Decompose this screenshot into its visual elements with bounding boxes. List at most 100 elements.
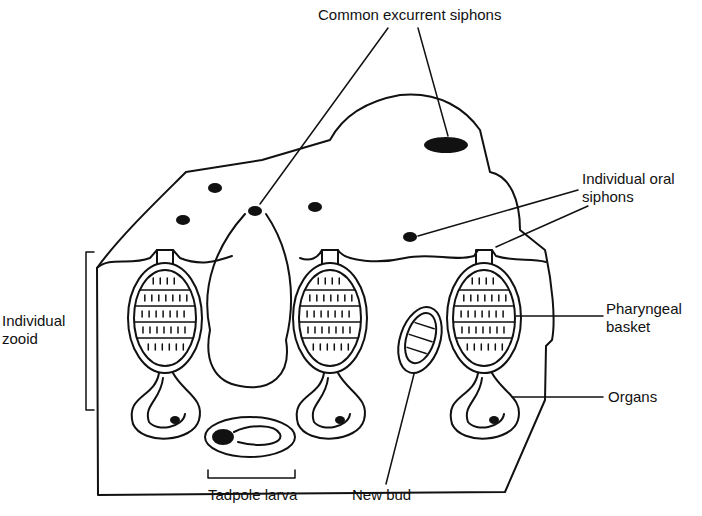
gill-slit (467, 311, 469, 317)
gut-loop (132, 373, 200, 439)
gill-slit (470, 295, 472, 301)
leader-line (512, 396, 603, 398)
gill-slit (498, 295, 500, 301)
gill-slit (460, 311, 462, 317)
gill-slit (320, 311, 322, 317)
part-label: Common excurrent siphons (318, 6, 501, 24)
gill-slit (496, 327, 498, 333)
gut-inner (148, 378, 185, 428)
siphon-opening (248, 206, 262, 216)
gill-slit (141, 311, 143, 317)
gill-slit (153, 278, 155, 284)
gill-slit (474, 344, 476, 350)
leader-line (516, 315, 603, 317)
organ (335, 416, 345, 424)
leader-line (386, 374, 414, 484)
gill-slit (316, 295, 318, 301)
gill-slit (149, 327, 151, 333)
gill-slit (323, 295, 325, 301)
gill-slit (313, 344, 315, 350)
gill-slit (342, 327, 344, 333)
gill-slit (334, 344, 336, 350)
gill-slit (144, 295, 146, 301)
gill-slit (351, 295, 353, 301)
organ (170, 416, 180, 424)
gill-slit (165, 295, 167, 301)
gill-slit (474, 311, 476, 317)
siphon-opening (424, 137, 468, 153)
part-label: Tadpole larva (208, 486, 297, 504)
gill-slit (170, 327, 172, 333)
leader-line (418, 190, 578, 236)
gill-slit (167, 278, 169, 284)
basket-bar (299, 321, 361, 323)
pharyngeal-basket (299, 270, 361, 366)
part-label: New bud (352, 486, 411, 504)
gill-slit (172, 295, 174, 301)
gill-slit (467, 344, 469, 350)
oral-siphon (476, 250, 492, 264)
gill-slit (160, 278, 162, 284)
gill-slit (155, 311, 157, 317)
gill-slit (327, 311, 329, 317)
gill-slit (335, 327, 337, 333)
basket-bar (137, 337, 193, 339)
gut-loop (451, 373, 519, 439)
gill-slit (169, 344, 171, 350)
gill-slit (309, 295, 311, 301)
gill-slit (486, 278, 488, 284)
siphon-opening (176, 215, 190, 225)
tadpole-head (212, 429, 234, 445)
gill-slit (477, 295, 479, 301)
gill-slit (320, 344, 322, 350)
gill-slit (148, 344, 150, 350)
gill-slit (186, 295, 188, 301)
gill-slit (468, 327, 470, 333)
gill-slit (325, 278, 327, 284)
gill-slit (328, 327, 330, 333)
gut-inner (467, 378, 504, 428)
siphon-opening (403, 232, 417, 242)
gill-slit (307, 327, 309, 333)
gill-slit (156, 327, 158, 333)
pharyngeal-basket (134, 270, 196, 366)
zooid-mantle (128, 263, 202, 373)
larva-bracket (208, 470, 295, 478)
gill-slit (461, 327, 463, 333)
gill-slit (169, 311, 171, 317)
gill-slit (318, 278, 320, 284)
zooid-mantle (447, 263, 521, 373)
basket-bar (140, 289, 190, 291)
basket-bar (300, 305, 360, 307)
gill-slit (502, 344, 504, 350)
tadpole-case (205, 417, 295, 457)
oral-siphon (322, 250, 338, 264)
leader-line (260, 28, 388, 204)
gill-slit (348, 344, 350, 350)
gill-slit (479, 278, 481, 284)
pharyngeal-basket (453, 270, 515, 366)
gill-slit (495, 311, 497, 317)
gill-slit (158, 295, 160, 301)
gill-slit (163, 327, 165, 333)
common-cloaca (207, 214, 291, 387)
gill-slit (184, 327, 186, 333)
gill-slit (339, 278, 341, 284)
gill-slit (495, 344, 497, 350)
basket-bar (134, 321, 196, 323)
gill-slit (463, 295, 465, 301)
gill-slit (481, 344, 483, 350)
basket-bar (456, 337, 512, 339)
gill-slit (162, 311, 164, 317)
gill-slit (482, 327, 484, 333)
bud-outline (390, 301, 449, 378)
gill-slit (183, 311, 185, 317)
gill-slit (155, 344, 157, 350)
gill-slit (162, 344, 164, 350)
gill-slit (475, 327, 477, 333)
gill-slit (503, 327, 505, 333)
part-label: Individual oral siphons (582, 170, 677, 206)
gill-slit (505, 295, 507, 301)
